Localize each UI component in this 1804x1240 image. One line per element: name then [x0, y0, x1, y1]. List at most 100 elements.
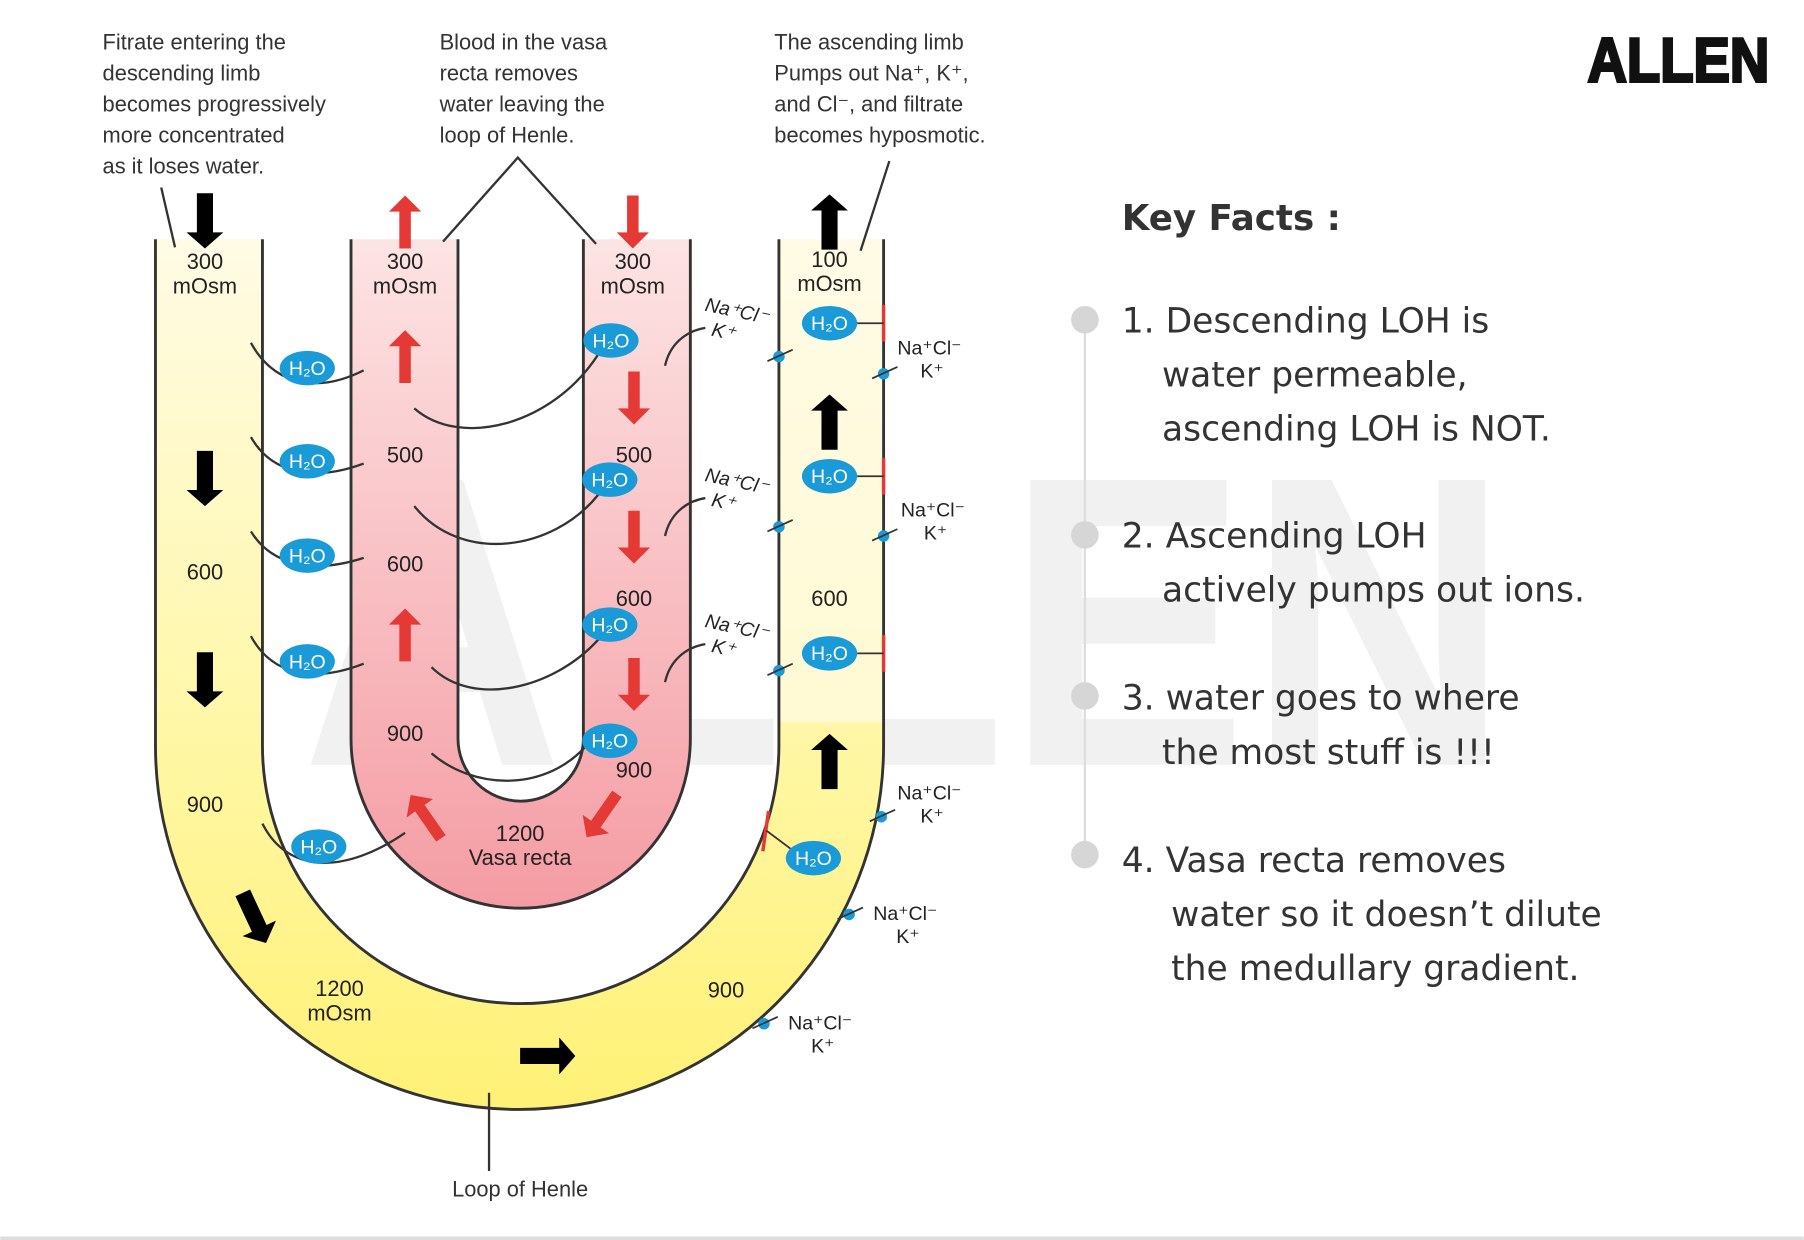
blood-flow-arrow-icon — [388, 330, 422, 384]
annotation-line: recta removes — [440, 61, 578, 86]
water-molecule: H₂O — [583, 323, 639, 358]
bottom-1200-unit: mOsm — [307, 1000, 371, 1025]
ion-label: Na⁺Cl⁻K⁺ — [901, 499, 965, 544]
annotation-line: The ascending limb — [774, 29, 963, 54]
annotation-ascending: The ascending limb Pumps out Na⁺, K⁺, an… — [774, 29, 985, 147]
flow-arrow-icon — [520, 1037, 576, 1075]
key-fact-2-line: actively pumps out ions. — [1162, 571, 1585, 611]
svg-text:Na⁺Cl⁻: Na⁺Cl⁻ — [873, 903, 937, 925]
desc-top-unit: mOsm — [173, 273, 237, 298]
svg-text:H₂O: H₂O — [811, 313, 848, 335]
desc-600: 600 — [187, 560, 223, 585]
svg-text:H₂O: H₂O — [591, 470, 628, 492]
ion-label: Na⁺Cl⁻K⁺ — [788, 1012, 852, 1057]
water-molecule: H₂O — [279, 538, 335, 573]
svg-text:H₂O: H₂O — [289, 651, 326, 673]
vasa-left-600: 600 — [387, 552, 423, 577]
annotation-line: Fitrate entering the — [103, 29, 286, 54]
vasa-right-900: 900 — [616, 758, 652, 783]
flow-arrow-icon — [235, 889, 276, 943]
asc-900: 900 — [708, 977, 744, 1002]
water-molecule: H₂O — [582, 607, 638, 642]
svg-text:H₂O: H₂O — [593, 330, 630, 352]
svg-text:Na⁺Cl⁻: Na⁺Cl⁻ — [897, 337, 961, 359]
annotation-line: water leaving the — [439, 92, 605, 117]
asc-600: 600 — [811, 586, 847, 611]
blood-flow-arrow-icon — [617, 510, 651, 564]
key-fact-4-line: 4. Vasa recta removes — [1122, 841, 1506, 881]
annotation-line: more concentrated — [103, 123, 285, 148]
blood-flow-arrow-icon — [617, 371, 651, 425]
flow-arrow-icon — [811, 394, 848, 450]
key-fact-4-line: water so it doesn’t dilute — [1171, 895, 1602, 935]
key-fact-3-line: 3. water goes to where — [1122, 679, 1520, 719]
vasa-right-600: 600 — [616, 586, 652, 611]
ion-label: Na⁺Cl⁻K⁺ — [703, 294, 772, 346]
annotation-line: becomes hyposmotic. — [774, 123, 985, 148]
asc-top-unit: mOsm — [797, 271, 861, 296]
water-molecule: H₂O — [279, 444, 335, 479]
svg-text:K⁺: K⁺ — [710, 319, 739, 346]
key-fact-1-line: ascending LOH is NOT. — [1162, 410, 1551, 450]
vasa-right-top-unit: mOsm — [601, 273, 665, 298]
vasa-right-500: 500 — [616, 442, 652, 467]
key-facts: Key Facts : 1. Descending LOH is water p… — [1071, 198, 1602, 989]
vasa-left-top-unit: mOsm — [373, 273, 437, 298]
water-molecule: H₂O — [279, 350, 335, 386]
svg-text:H₂O: H₂O — [300, 837, 337, 859]
annotation-line: as it loses water. — [103, 154, 264, 179]
annotation-line: and Cl⁻, and filtrate — [774, 92, 963, 117]
flow-arrow-icon — [811, 733, 848, 790]
loop-of-henle-label: Loop of Henle — [452, 1176, 588, 1201]
water-molecule: H₂O — [291, 829, 347, 864]
vasa-left-500: 500 — [387, 442, 423, 467]
svg-text:Na⁺Cl⁻: Na⁺Cl⁻ — [788, 1012, 852, 1034]
key-fact-1-line: 1. Descending LOH is — [1122, 301, 1490, 341]
watermark: ALLEN — [302, 390, 1510, 853]
svg-text:K⁺: K⁺ — [811, 1036, 834, 1058]
annotation-line: becomes progressively — [103, 92, 326, 117]
svg-text:K⁺: K⁺ — [920, 360, 943, 382]
blood-flow-arrow-icon — [617, 657, 651, 711]
svg-text:H₂O: H₂O — [289, 358, 326, 380]
blood-flow-arrow-icon — [582, 790, 622, 838]
svg-text:H₂O: H₂O — [289, 545, 326, 567]
annotation-line: Pumps out Na⁺, K⁺, — [774, 61, 968, 86]
svg-text:K⁺: K⁺ — [896, 926, 919, 948]
blood-flow-arrow-icon — [616, 195, 649, 249]
water-molecule: H₂O — [801, 305, 858, 341]
svg-text:H₂O: H₂O — [811, 643, 848, 665]
vasa-right-top-value: 300 — [615, 249, 651, 274]
blood-flow-arrow-icon — [406, 795, 446, 842]
annotation-line: Blood in the vasa — [440, 29, 608, 54]
key-fact-3-line: the most stuff is !!! — [1162, 733, 1495, 773]
flow-arrow-icon — [811, 194, 848, 250]
ion-label: Na⁺Cl⁻K⁺ — [873, 903, 937, 948]
bottom-1200-value: 1200 — [315, 976, 364, 1001]
vasa-left-top-value: 300 — [387, 249, 423, 274]
ion-label: Na⁺Cl⁻K⁺ — [897, 782, 961, 827]
asc-top-value: 100 — [811, 247, 847, 272]
water-molecule: H₂O — [582, 462, 638, 497]
annotation-line: descending limb — [103, 61, 261, 86]
flow-arrow-icon — [186, 652, 224, 708]
annotation-descending: Fitrate entering the descending limb bec… — [103, 29, 326, 178]
svg-text:H₂O: H₂O — [795, 848, 832, 870]
water-molecule: H₂O — [785, 840, 842, 876]
svg-text:Na⁺Cl⁻: Na⁺Cl⁻ — [897, 782, 961, 804]
svg-text:H₂O: H₂O — [289, 451, 326, 473]
flow-arrow-icon — [186, 450, 224, 507]
desc-900: 900 — [187, 792, 223, 817]
water-molecule: H₂O — [801, 458, 858, 494]
svg-text:K⁺: K⁺ — [924, 522, 947, 544]
annotation-vasa: Blood in the vasa recta removes water le… — [439, 29, 608, 147]
vasa-left-900: 900 — [387, 721, 423, 746]
flow-arrow-icon — [186, 193, 224, 249]
allen-logo: ALLEN — [1588, 27, 1770, 96]
blood-flow-arrow-icon — [388, 195, 422, 249]
vasa-recta-label: Vasa recta — [469, 845, 573, 870]
annotation-line: loop of Henle. — [440, 123, 575, 148]
svg-text:Na⁺Cl⁻: Na⁺Cl⁻ — [901, 499, 965, 521]
blood-flow-arrow-icon — [388, 608, 422, 662]
